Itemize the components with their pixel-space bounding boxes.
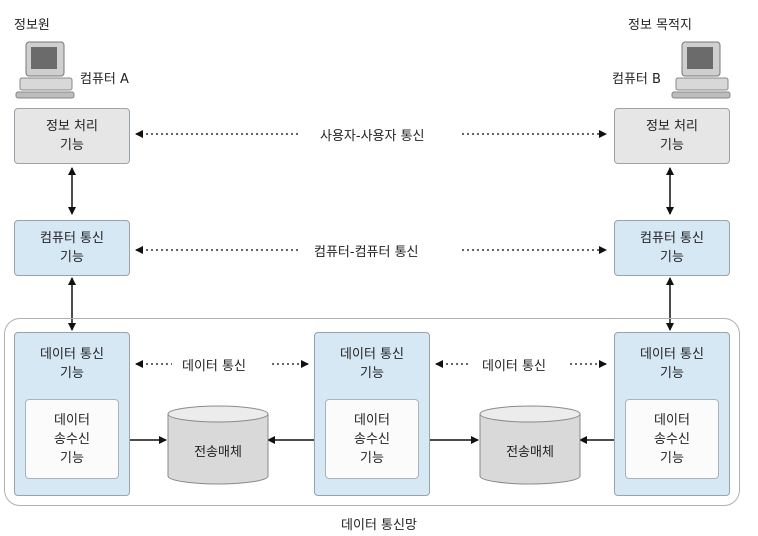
- data-comm-line2: 기능: [60, 366, 84, 381]
- transceiver-line1: 데이터: [654, 412, 690, 428]
- computer-b-icon: [671, 41, 731, 99]
- medium-label-2: 전송매체: [506, 445, 554, 460]
- user-to-user-label: 사용자-사용자 통신: [312, 125, 433, 144]
- info-processing-box-a: 정보 처리 기능: [14, 108, 130, 164]
- info-processing-box-b: 정보 처리 기능: [614, 108, 730, 164]
- data-comm-line2: 기능: [660, 366, 684, 381]
- destination-label: 정보 목적지: [628, 18, 692, 33]
- medium-cylinder-2: [479, 405, 581, 485]
- source-label: 정보원: [14, 18, 50, 33]
- transceiver-line3: 기능: [360, 450, 384, 466]
- data-comm-line1: 데이터 통신: [40, 347, 104, 362]
- data-comm-title: 데이터 통신 기능: [15, 345, 129, 383]
- transceiver-box-a: 데이터 송수신 기능: [25, 399, 119, 479]
- data-comm-column-a: 데이터 통신 기능 데이터 송수신 기능: [14, 332, 130, 496]
- network-caption: 데이터 통신망: [341, 518, 417, 533]
- data-comm-line2: 기능: [360, 366, 384, 381]
- comp-comm-line2: 기능: [660, 250, 684, 265]
- transceiver-box-b: 데이터 송수신 기능: [625, 399, 719, 479]
- data-comm-column-mid: 데이터 통신 기능 데이터 송수신 기능: [314, 332, 430, 496]
- transceiver-box-mid: 데이터 송수신 기능: [325, 399, 419, 479]
- transceiver-line2: 송수신: [654, 431, 690, 447]
- comp-comm-box-b: 컴퓨터 통신 기능: [614, 220, 730, 276]
- computer-b-label: 컴퓨터 B: [612, 72, 661, 87]
- comp-to-comp-label: 컴퓨터-컴퓨터 통신: [306, 241, 427, 260]
- transceiver-line2: 송수신: [54, 431, 90, 447]
- data-link-label-1: 데이터 통신: [182, 359, 246, 374]
- info-processing-line1: 정보 처리: [646, 119, 698, 134]
- comp-comm-line1: 컴퓨터 통신: [640, 231, 704, 246]
- comp-comm-line2: 기능: [60, 250, 84, 265]
- data-link-label-2: 데이터 통신: [482, 359, 546, 374]
- transceiver-line1: 데이터: [54, 412, 90, 428]
- transceiver-line2: 송수신: [354, 431, 390, 447]
- data-comm-column-b: 데이터 통신 기능 데이터 송수신 기능: [614, 332, 730, 496]
- data-comm-line1: 데이터 통신: [340, 347, 404, 362]
- info-processing-line2: 기능: [660, 138, 684, 153]
- info-processing-line2: 기능: [60, 138, 84, 153]
- comp-comm-line1: 컴퓨터 통신: [40, 231, 104, 246]
- computer-a-icon: [15, 41, 75, 99]
- data-comm-line1: 데이터 통신: [640, 347, 704, 362]
- comp-comm-box-a: 컴퓨터 통신 기능: [14, 220, 130, 276]
- medium-label-1: 전송매체: [194, 445, 242, 460]
- computer-a-label: 컴퓨터 A: [80, 72, 129, 87]
- transceiver-line3: 기능: [660, 450, 684, 466]
- medium-cylinder-1: [167, 405, 269, 485]
- data-comm-title: 데이터 통신 기능: [615, 345, 729, 383]
- info-processing-line1: 정보 처리: [46, 119, 98, 134]
- transceiver-line3: 기능: [60, 450, 84, 466]
- data-comm-title: 데이터 통신 기능: [315, 345, 429, 383]
- transceiver-line1: 데이터: [354, 412, 390, 428]
- data-network-frame: [4, 318, 740, 506]
